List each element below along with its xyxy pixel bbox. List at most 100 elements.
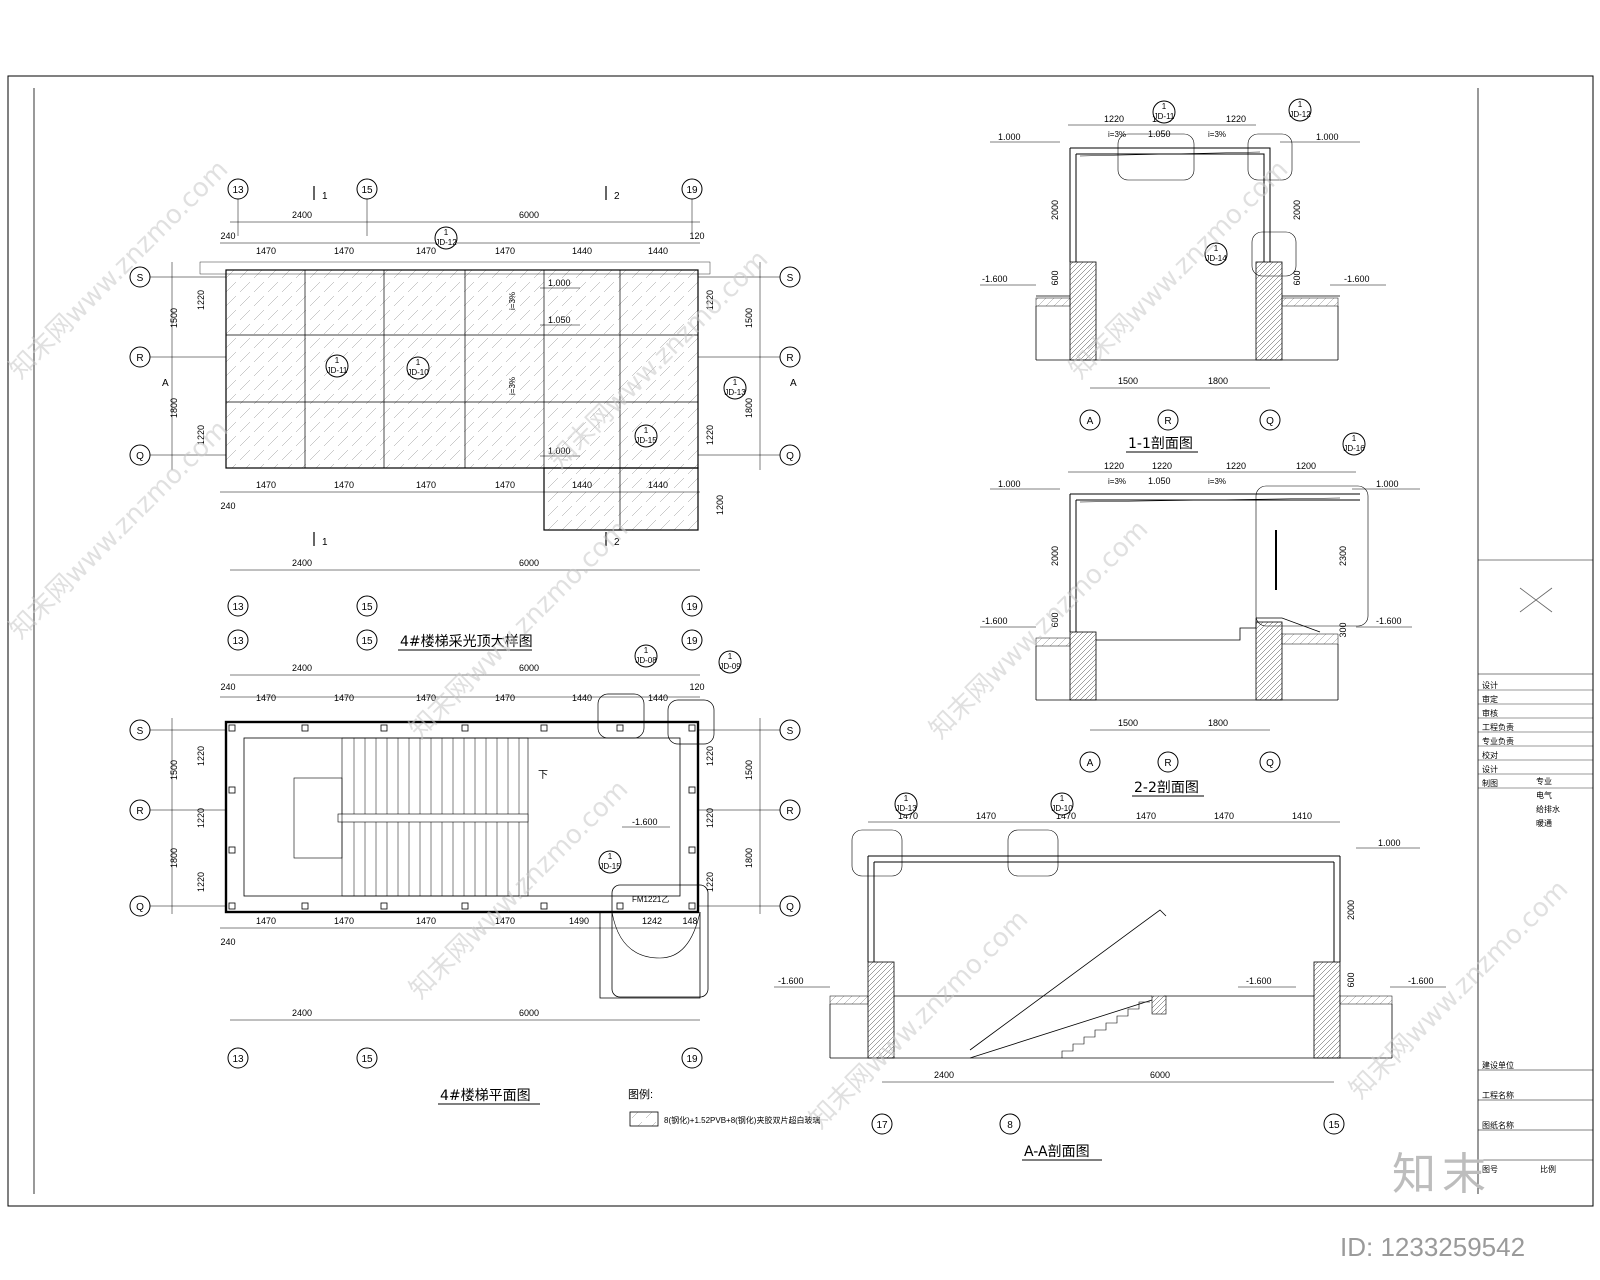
svg-text:1470: 1470 <box>416 693 436 703</box>
svg-text:1500: 1500 <box>744 760 754 780</box>
svg-text:Q: Q <box>136 902 144 913</box>
svg-text:600: 600 <box>1050 270 1060 285</box>
svg-text:1.000: 1.000 <box>1378 838 1401 848</box>
axis-bubble-15-aa: 15 <box>1323 1113 1345 1135</box>
svg-text:1: 1 <box>335 356 340 365</box>
axis-bubble-15-plan-bottom: 15 <box>356 1047 378 1069</box>
svg-text:17: 17 <box>876 1120 888 1131</box>
roof-detail-plan: 13 15 19 2400 6000 240 1470 1470 1470 14… <box>129 178 801 651</box>
svg-text:A: A <box>790 378 797 389</box>
svg-text:1470: 1470 <box>495 480 515 490</box>
column-marker <box>301 724 309 732</box>
svg-text:-1.600: -1.600 <box>1408 976 1434 986</box>
svg-text:图纸名称: 图纸名称 <box>1482 1120 1514 1130</box>
title-block-row-label: 审定 <box>1482 694 1498 704</box>
svg-text:1: 1 <box>1352 434 1357 443</box>
column-marker <box>688 786 696 794</box>
svg-text:S: S <box>787 273 794 284</box>
svg-text:1470: 1470 <box>1056 811 1076 821</box>
svg-text:工程名称: 工程名称 <box>1482 1090 1514 1100</box>
column-marker <box>540 902 548 910</box>
svg-text:1470: 1470 <box>334 246 354 256</box>
svg-text:1200: 1200 <box>1296 461 1316 471</box>
svg-text:Q: Q <box>786 902 794 913</box>
axis-bubble-R-s1: R <box>1157 409 1179 431</box>
svg-text:1470: 1470 <box>256 916 276 926</box>
axis-bubble-R-plan-left: R <box>129 799 151 821</box>
svg-text:1470: 1470 <box>898 811 918 821</box>
svg-text:JD-13: JD-13 <box>895 804 917 813</box>
svg-text:1220: 1220 <box>196 290 206 310</box>
svg-text:1470: 1470 <box>1136 811 1156 821</box>
svg-text:600: 600 <box>1292 270 1302 285</box>
svg-text:6000: 6000 <box>519 663 539 673</box>
svg-text:600: 600 <box>1346 972 1356 987</box>
svg-text:1: 1 <box>1298 100 1303 109</box>
svg-text:1200: 1200 <box>715 495 725 515</box>
svg-text:1220: 1220 <box>705 808 715 828</box>
axis-bubble-R-s2: R <box>1157 751 1179 773</box>
svg-text:知末网www.znzmo.com: 知末网www.znzmo.com <box>4 414 235 645</box>
callout-jd10: 1JD-10 <box>406 356 430 380</box>
axis-bubble-19-bottom: 19 <box>681 595 703 617</box>
stair-plan: 13 15 19 2400 6000 1470 1470 1470 1470 1… <box>129 629 820 1127</box>
svg-text:1470: 1470 <box>495 693 515 703</box>
axis-bubble-S-right: S <box>779 266 801 288</box>
axis-bubble-15-bottom: 15 <box>356 595 378 617</box>
svg-text:1: 1 <box>733 378 738 387</box>
svg-text:2400: 2400 <box>292 663 312 673</box>
title-block-row-label: 给排水 <box>1536 804 1560 814</box>
svg-text:A: A <box>1087 758 1094 769</box>
axis-bubble-13-plan-bottom: 13 <box>227 1047 249 1069</box>
sheet-border <box>7 75 1594 1207</box>
svg-text:13: 13 <box>232 1054 244 1065</box>
svg-text:Q: Q <box>1266 416 1274 427</box>
svg-text:2400: 2400 <box>292 210 312 220</box>
callout-jd08: 1JD-08 <box>634 644 658 668</box>
svg-text:JD-11: JD-11 <box>1154 112 1175 121</box>
svg-text:240: 240 <box>220 682 235 692</box>
axis-bubble-15-plan-top: 15 <box>356 629 378 651</box>
svg-text:240: 240 <box>220 937 235 947</box>
svg-text:知末网www.znzmo.com: 知末网www.znzmo.com <box>804 904 1035 1135</box>
title-block-row-label: 设计 <box>1482 680 1498 690</box>
column-marker <box>540 724 548 732</box>
svg-text:1470: 1470 <box>1214 811 1234 821</box>
svg-text:19: 19 <box>686 185 698 196</box>
title-block-row-label: 电气 <box>1536 790 1552 800</box>
svg-text:1470: 1470 <box>334 693 354 703</box>
svg-text:2400: 2400 <box>292 558 312 568</box>
svg-text:比例: 比例 <box>1540 1164 1556 1174</box>
svg-text:1220: 1220 <box>1104 114 1124 124</box>
axis-bubble-Q-left: Q <box>129 444 151 466</box>
image-id-watermark: ID: 1233259542 <box>1340 1232 1526 1262</box>
svg-text:1: 1 <box>904 794 909 803</box>
svg-text:2000: 2000 <box>1050 200 1060 220</box>
svg-text:1220: 1220 <box>705 425 715 445</box>
title-block-row-label: 工程负责 <box>1482 722 1514 732</box>
section-2-2: 1220 1220 1220 1200 i=3% i=3% 1.050 1.00… <box>980 432 1420 797</box>
svg-text:1220: 1220 <box>705 746 715 766</box>
svg-text:2400: 2400 <box>934 1070 954 1080</box>
column-marker <box>228 902 236 910</box>
svg-text:1: 1 <box>1214 244 1219 253</box>
svg-text:6000: 6000 <box>1150 1070 1170 1080</box>
axis-bubble-8-aa: 8 <box>999 1113 1021 1135</box>
column-marker <box>301 902 309 910</box>
svg-text:240: 240 <box>220 501 235 511</box>
svg-text:知末网www.znzmo.com: 知末网www.znzmo.com <box>924 514 1155 745</box>
svg-text:1440: 1440 <box>648 480 668 490</box>
column-marker <box>688 846 696 854</box>
svg-text:1440: 1440 <box>648 246 668 256</box>
title-block-row-label: 审核 <box>1482 708 1498 718</box>
svg-text:JD-15: JD-15 <box>635 436 657 445</box>
callout-jd13: 1JD-13 <box>723 376 747 400</box>
svg-text:S: S <box>137 726 144 737</box>
svg-text:1470: 1470 <box>416 916 436 926</box>
svg-text:2300: 2300 <box>1338 546 1348 566</box>
svg-text:2000: 2000 <box>1292 200 1302 220</box>
callout-jd11: 1JD-11 <box>325 354 349 378</box>
svg-text:知末网www.znzmo.com: 知末网www.znzmo.com <box>404 514 635 745</box>
svg-text:15: 15 <box>361 602 373 613</box>
